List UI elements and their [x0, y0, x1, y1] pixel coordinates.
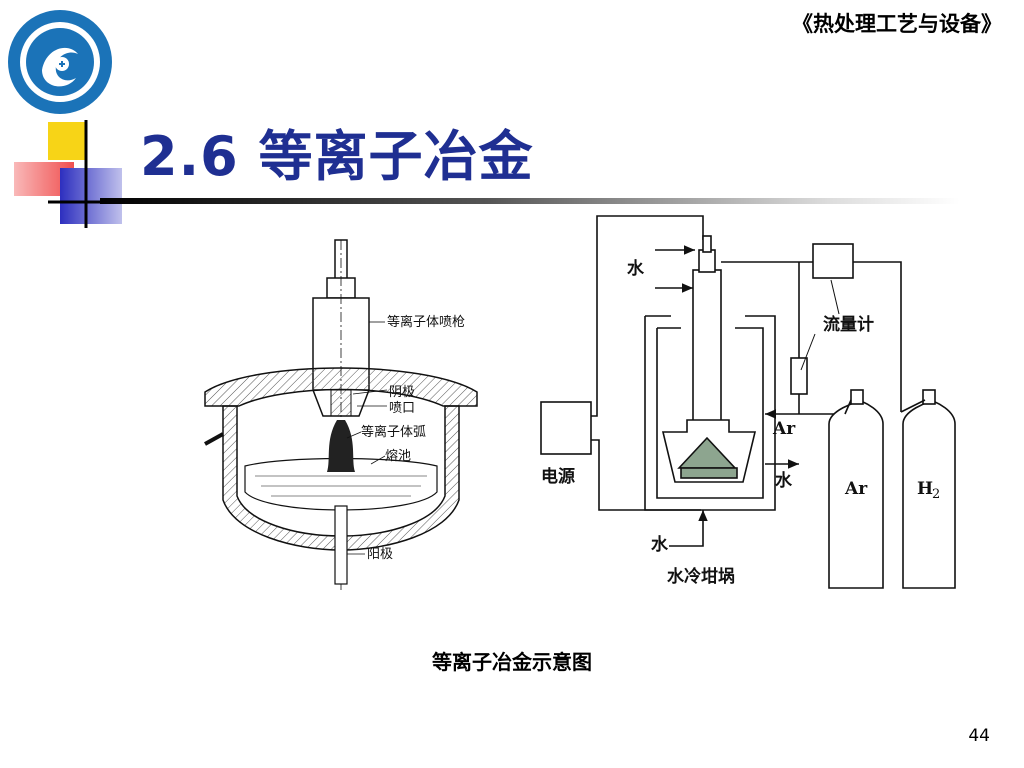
label-power: 电源 [541, 466, 575, 487]
label-ar-in: Ar [772, 419, 796, 439]
right-system-diagram: 电源 水 Ar 水 水 水冷坩埚 [540, 215, 956, 589]
label-water-top: 水 [627, 258, 645, 279]
title-underline [100, 198, 960, 204]
course-title: 《热处理工艺与设备》 [792, 11, 1002, 36]
page-number: 44 [968, 726, 990, 746]
label-anode: 阳极 [367, 547, 393, 562]
slide-title: 2.6 等离子冶金 [140, 125, 534, 188]
figure-caption: 等离子冶金示意图 [432, 650, 592, 674]
label-water-out: 水 [775, 470, 793, 491]
label-flowmeter: 流量计 [823, 314, 874, 335]
university-logo [8, 10, 112, 114]
label-cylinder-h2: H [917, 479, 933, 499]
label-crucible: 水冷坩埚 [667, 566, 735, 587]
label-cylinder-ar: Ar [844, 479, 868, 499]
label-cathode: 阴极 [389, 385, 415, 400]
title-decoration [14, 120, 134, 228]
label-arc: 等离子体弧 [361, 424, 426, 440]
left-furnace-diagram: 等离子体喷枪 阴极 喷口 等离子体弧 熔池 阳极 [204, 239, 478, 590]
label-water-bottom: 水 [651, 534, 669, 555]
label-pool: 熔池 [385, 449, 411, 464]
label-cylinder-h2-sub: 2 [932, 487, 940, 502]
label-nozzle: 喷口 [389, 401, 415, 416]
label-torch: 等离子体喷枪 [387, 314, 465, 330]
plasma-metallurgy-diagram: 等离子体喷枪 阴极 喷口 等离子体弧 熔池 阳极 电源 水 Ar [204, 215, 956, 590]
